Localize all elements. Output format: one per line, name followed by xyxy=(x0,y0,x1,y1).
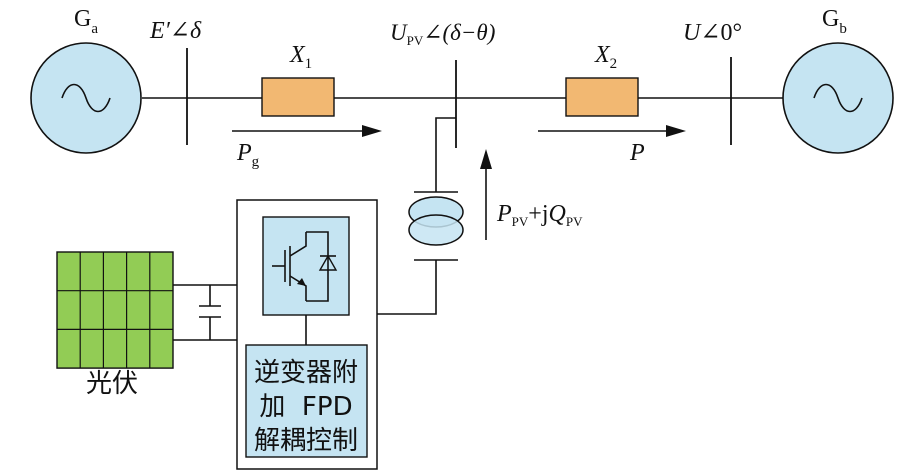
pv-tap-line xyxy=(435,117,456,192)
bus-mid-label: UPV∠(δ−θ) xyxy=(390,20,495,48)
generator-b xyxy=(782,42,894,154)
pv-panel-frame xyxy=(56,251,174,369)
control-box-line2: 加 FPD xyxy=(259,392,352,422)
power-p-label: P xyxy=(629,140,645,166)
reactance-x2 xyxy=(565,77,639,117)
diode-icon xyxy=(318,254,338,271)
reactance-x1-label: X1 xyxy=(289,42,312,72)
generator-b-label: Gb xyxy=(822,6,847,37)
bus-left-label: E′∠δ xyxy=(149,18,202,44)
reactance-x2-label: X2 xyxy=(594,42,617,72)
control-box-line3: 解耦控制 xyxy=(254,426,358,456)
inverter-enclosure xyxy=(236,199,378,470)
arrow-ppv xyxy=(480,149,492,240)
generator-a-sine-icon xyxy=(61,83,111,113)
bus-right-label: U∠0° xyxy=(683,20,742,46)
generator-a-label: Ga xyxy=(74,6,98,37)
pv-panel-label: 光伏 xyxy=(86,369,138,399)
pv-panel xyxy=(56,251,174,369)
control-box-line1: 逆变器附 xyxy=(254,358,358,388)
power-pg-label: Pg xyxy=(236,140,260,170)
reactance-x1 xyxy=(261,77,335,117)
capacitor-icon xyxy=(199,285,221,340)
power-ppv-label: PPV+jQPV xyxy=(496,201,583,229)
generator-a xyxy=(30,42,142,154)
arrow-p xyxy=(538,125,686,137)
transformer xyxy=(408,196,464,246)
control-box xyxy=(245,344,368,458)
generator-b-sine-icon xyxy=(813,83,863,113)
transformer-to-inverter-line xyxy=(377,260,437,315)
arrow-pg xyxy=(232,125,382,137)
igbt-switch-icon xyxy=(272,231,329,302)
